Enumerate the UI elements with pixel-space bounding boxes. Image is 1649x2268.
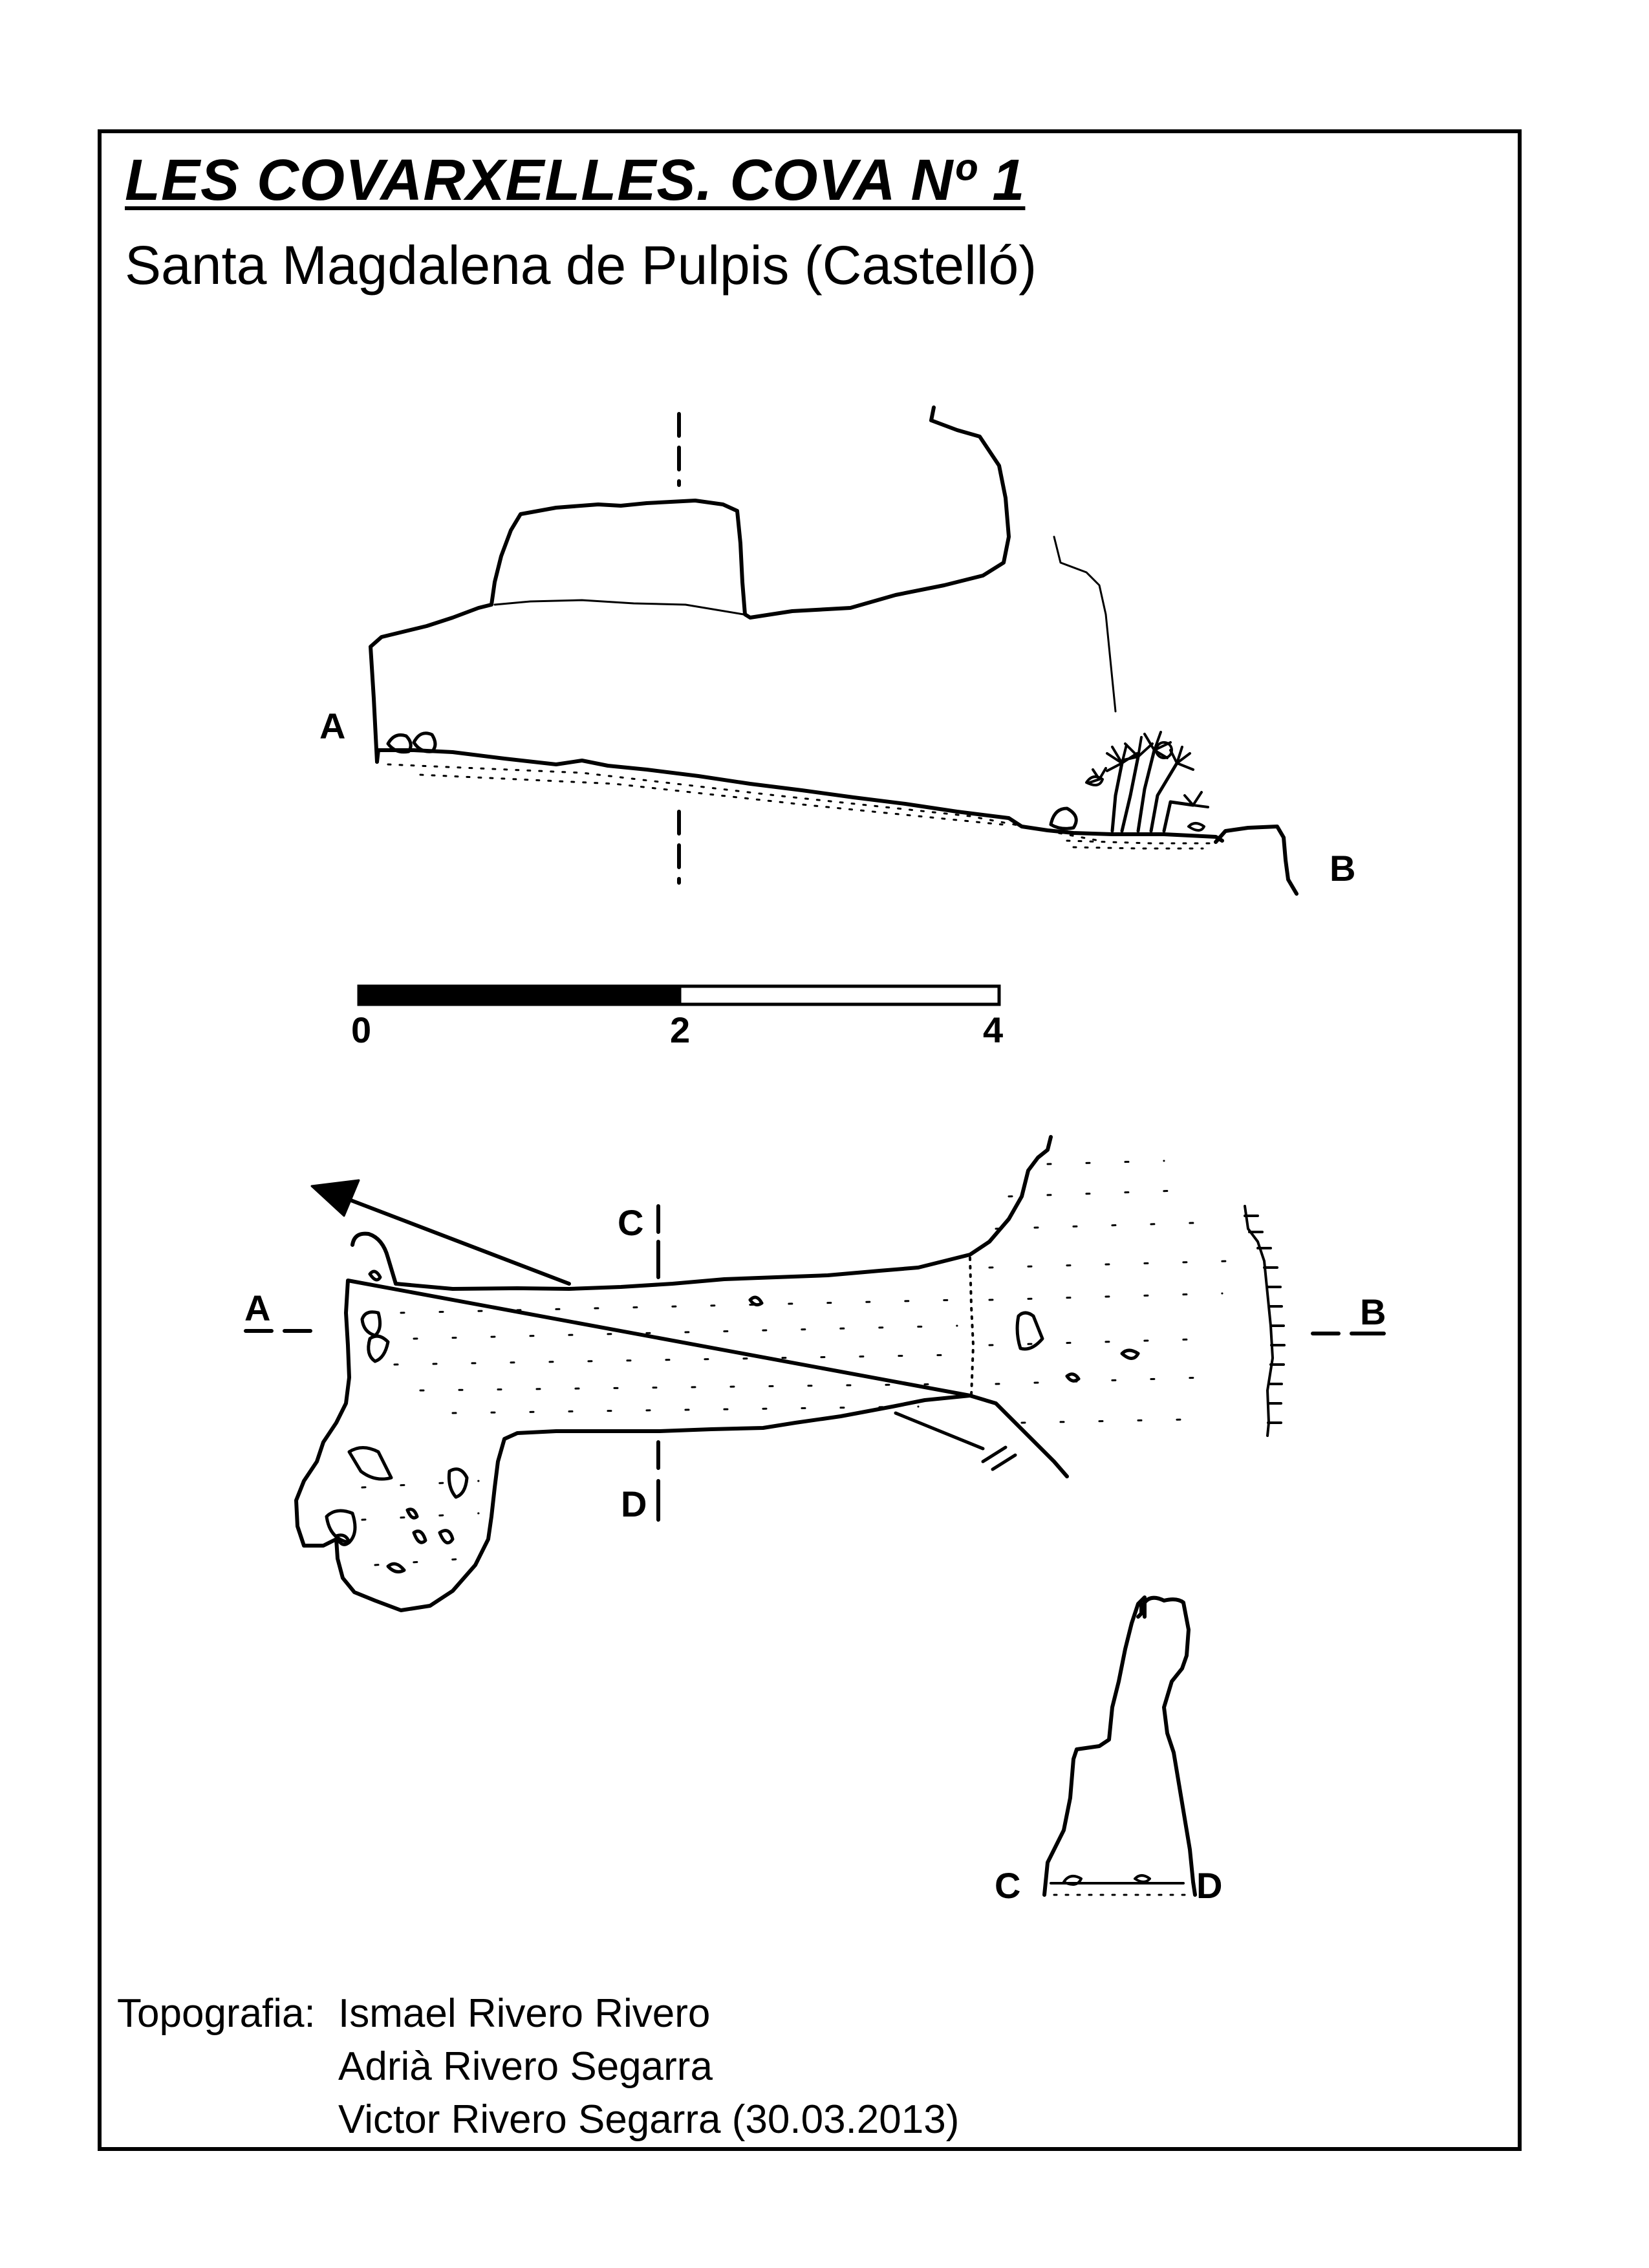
- profile-rock: [1187, 822, 1205, 832]
- profile-inner-line: [493, 599, 745, 616]
- plan-label-c: C: [618, 1202, 643, 1243]
- longitudinal-profile: [369, 405, 1299, 896]
- profile-rock: [386, 733, 413, 754]
- page-subtitle: Santa Magdalena de Pulpis (Castelló): [125, 235, 1037, 296]
- vegetation-icon: [1085, 731, 1209, 833]
- profile-rock: [412, 731, 437, 753]
- plan-label-b: B: [1360, 1291, 1386, 1332]
- profile-rock: [1049, 806, 1078, 830]
- scale-bar: 0 2 4: [351, 984, 1003, 1050]
- credits-label: Topografia:: [117, 1991, 316, 2036]
- plan-sediment: [361, 1160, 1230, 1566]
- cross-section-outline: [1042, 1595, 1197, 1897]
- credits-line: Victor Rivero Segarra (30.03.2013): [338, 2097, 960, 2142]
- scale-tick-label: 2: [670, 1010, 690, 1050]
- cross-section-rock: [1062, 1875, 1083, 1886]
- plan-dripline: [969, 1257, 975, 1397]
- plan-blocks: [325, 1269, 1140, 1573]
- plan-view: [244, 1135, 1386, 1612]
- credits-line: Adrià Rivero Segarra: [338, 2044, 713, 2089]
- plan-cave-outline: [294, 1135, 1053, 1612]
- scale-tick-label: 4: [983, 1010, 1003, 1050]
- profile-label-a: A: [319, 706, 345, 746]
- cross-section-rock: [1134, 1874, 1151, 1883]
- profile-chimney-line: [1053, 535, 1117, 713]
- cross-section-label-d: D: [1196, 1865, 1222, 1906]
- profile-exit-wall: [1214, 825, 1299, 896]
- credits-line: Ismael Rivero Rivero: [338, 1991, 711, 2036]
- north-arrow-shaft: [347, 1198, 571, 1286]
- plan-slope-line: [894, 1411, 985, 1451]
- plan-entrance-wall-hachure: [1244, 1205, 1286, 1437]
- page-title: LES COVARXELLES. COVA Nº 1: [125, 148, 1026, 213]
- plan-step-symbol: [981, 1445, 1017, 1471]
- cross-section-label-c: C: [995, 1865, 1020, 1906]
- profile-floor-line: [375, 748, 1224, 843]
- profile-label-b: B: [1330, 848, 1355, 889]
- scale-bar-empty-segment: [678, 984, 1001, 1006]
- cross-section: [1042, 1595, 1197, 1897]
- profile-floor-sediment: [387, 763, 1211, 850]
- scale-bar-filled-segment: [357, 984, 682, 1006]
- scale-tick-label: 0: [351, 1010, 371, 1050]
- plan-label-d: D: [621, 1484, 647, 1524]
- plan-label-a: A: [244, 1288, 270, 1328]
- plan-entrance-wall: [968, 1394, 1069, 1478]
- north-arrow-icon: [310, 1179, 360, 1217]
- profile-ceiling-outline: [369, 405, 1011, 764]
- page-frame: [98, 129, 1522, 2151]
